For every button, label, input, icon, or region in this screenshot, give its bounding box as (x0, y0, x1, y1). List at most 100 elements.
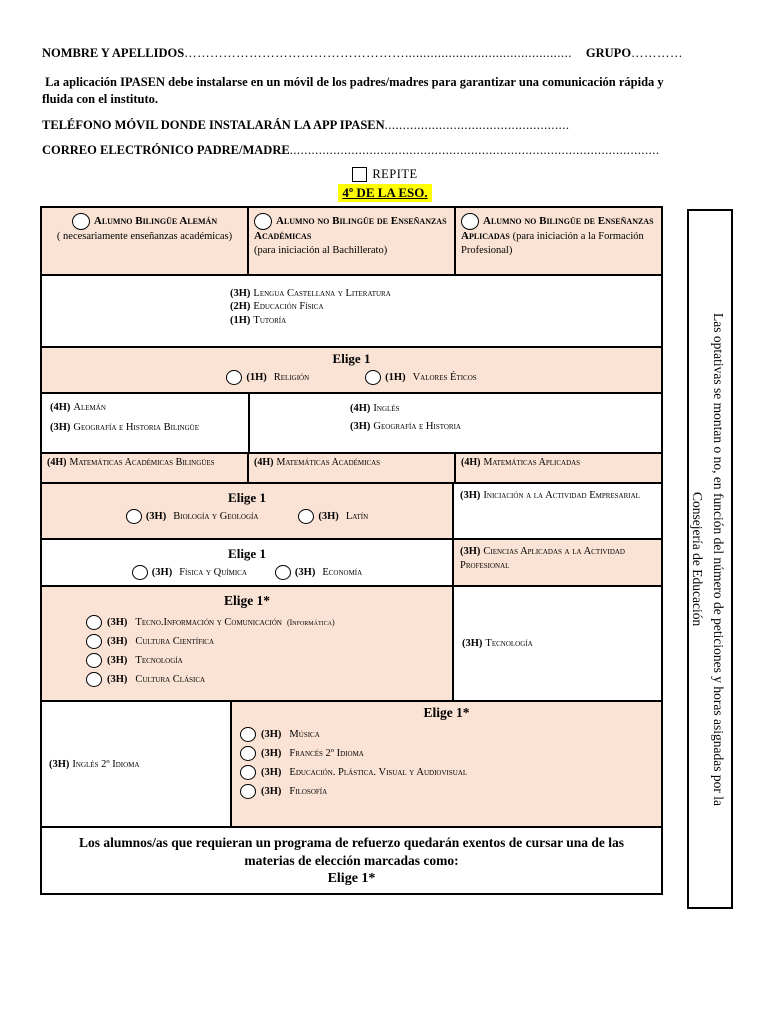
common-subjects-row: (3H)Lengua Castellana y Literatura (2H)E… (42, 274, 661, 347)
elige-title: Elige 1* (223, 593, 271, 609)
student-type-row: Alumno Bilingüe Alemán ( necesariamente … (42, 208, 661, 275)
subject-ingles-2-idioma: (3H)Inglés 2º Idioma (49, 759, 139, 770)
group-label: GRUPO (585, 46, 632, 60)
option-filosofia: (3H)Filosofía (240, 784, 661, 800)
phone-label: TELÉFONO MÓVIL DONDE INSTALARÁN LA APP I… (42, 117, 385, 132)
subject-label: Lengua Castellana y Literatura (253, 287, 391, 299)
maths-bilingue-cell: (4H)Matemáticas Académicas Bilingües (42, 454, 247, 483)
subject-label: Geografía e Historia Bilingüe (73, 421, 199, 433)
subject-label: Matemáticas Aplicadas (483, 457, 581, 469)
name-label: NOMBRE Y APELLIDOS (42, 46, 185, 60)
subject-geografia: (3H)Geografía e Historia (350, 421, 655, 432)
radio-economia[interactable] (274, 565, 291, 581)
subject-hours: (1H) (230, 314, 251, 326)
header-note: ( necesariamente enseñanzas académicas) (56, 231, 233, 243)
option-musica: (3H)Música (240, 727, 661, 743)
form-header: NOMBRE Y APELLIDOS…………………………………………….....… (0, 0, 770, 158)
science-choice-cell: Elige 1 (3H)Biología y Geología (3H)Latí… (42, 484, 452, 539)
header-note: (para iniciación a la Formación Profesio… (461, 231, 644, 257)
sidebar-line-2: Consejería de Educación (690, 491, 706, 627)
subject-label: Tutoría (253, 314, 287, 326)
radio-biologia[interactable] (125, 509, 142, 525)
subject-hours: (3H) (230, 287, 251, 299)
option-hours: (3H) (294, 567, 316, 579)
tecno-choice-row: Elige 1* (3H)Tecno.Información y Comunic… (42, 585, 661, 701)
subject-label: Geografía e Historia (373, 420, 461, 432)
subject-hours: (4H) (350, 402, 371, 414)
option-latin: (3H)Latín (298, 509, 368, 525)
option-religion: (1H)Religión (226, 370, 309, 386)
bilingual-languages-cell: (4H)Alemán (3H)Geografía e Historia Bili… (42, 394, 248, 453)
option-economia: (3H)Economía (274, 565, 362, 581)
radio-latin[interactable] (298, 509, 315, 525)
radio-musica[interactable] (240, 727, 256, 743)
subject-hours: (4H) (50, 401, 71, 413)
subject-aleman: (4H)Alemán (50, 402, 240, 413)
radio-tic[interactable] (86, 615, 102, 631)
subjects-table: Alumno Bilingüe Alemán ( necesariamente … (40, 206, 663, 896)
radio-religion[interactable] (226, 370, 243, 386)
name-group-line: NOMBRE Y APELLIDOS…………………………………………….....… (42, 46, 682, 61)
option-hours: (3H) (151, 567, 173, 579)
radio-plastica[interactable] (240, 765, 256, 781)
option-hours: (3H) (261, 767, 282, 779)
footer-elige-title: Elige 1* (327, 871, 376, 887)
optativas-row: (3H)Inglés 2º Idioma Elige 1* (3H)Música… (42, 700, 661, 827)
sidebar-line-1: Las optativas se montan o no, en función… (711, 312, 726, 806)
footer-note-cell: Los alumnos/as que requieran un programa… (42, 828, 661, 894)
footer-text: Los alumnos/as que requieran un programa… (78, 835, 625, 868)
subject-ingles: (4H)Inglés (350, 403, 655, 414)
science-choice-row: Elige 1 (3H)Biología y Geología (3H)Latí… (42, 482, 661, 539)
header-note: (para iniciación al Bachillerato) (254, 245, 388, 257)
option-tecnologia: (3H)Tecnología (86, 653, 448, 669)
radio-filosofia[interactable] (240, 784, 256, 800)
radio-no-bilingue-academicas[interactable] (254, 213, 272, 231)
subject-hours: (3H) (462, 638, 483, 650)
radio-valores-eticos[interactable] (365, 370, 382, 386)
iniciacion-empresarial-cell: (3H)Iniciación a la Actividad Empresaria… (452, 484, 661, 539)
option-hours: (3H) (261, 748, 282, 760)
option-cultura-cientifica: (3H)Cultura Científica (86, 634, 448, 650)
option-hours: (3H) (318, 511, 339, 523)
repite-checkbox[interactable] (352, 167, 368, 183)
option-plastica: (3H) Educación. Plástica. Visual y Audiov… (240, 765, 661, 781)
radio-cultura-clasica[interactable] (86, 672, 102, 688)
radio-tecnologia[interactable] (86, 653, 102, 669)
option-label: Educación. Plástica. Visual y Audiovisua… (289, 767, 468, 779)
tecno-choice-cell: Elige 1* (3H)Tecno.Información y Comunic… (42, 587, 452, 701)
subject-label: Matemáticas Académicas Bilingües (69, 457, 215, 469)
subject-hours: (3H) (460, 546, 481, 558)
physics-choice-row: Elige 1 (3H)Física y Química (3H)Economí… (42, 538, 661, 586)
header-title: Alumno no Bilingüe de Enseñanzas Académi… (254, 215, 447, 243)
radio-frances[interactable] (240, 746, 256, 762)
header-title: Alumno Bilingüe Alemán (93, 215, 218, 228)
option-hours: (3H) (107, 674, 128, 686)
radio-cultura-cientifica[interactable] (86, 634, 102, 650)
option-hours: (3H) (107, 617, 128, 629)
name-fill-line: …………………………………………….......................… (184, 46, 572, 60)
option-label: Cultura Científica (135, 636, 215, 648)
subject-hours: (3H) (50, 421, 71, 433)
header-title: Alumno no Bilingüe de Enseñanzas Aplicad… (461, 215, 654, 243)
radio-no-bilingue-aplicadas[interactable] (461, 213, 479, 231)
radio-fisica-quimica[interactable] (131, 565, 148, 581)
common-subjects-cell: (3H)Lengua Castellana y Literatura (2H)E… (42, 276, 661, 347)
subject-label: Inglés 2º Idioma (72, 758, 140, 770)
subject-tutoria: (1H)Tutoría (230, 315, 657, 326)
subject-label: Educación Física (253, 301, 324, 313)
subject-label: Inglés (373, 402, 400, 414)
ipasen-paragraph: La aplicación IPASEN debe instalarse en … (42, 75, 667, 106)
subject-hours: (4H) (461, 457, 481, 469)
science-options: (3H)Biología y Geología (3H)Latín (46, 509, 448, 525)
option-frances: (3H)Francés 2º Idioma (240, 746, 661, 762)
option-label: Tecnología (135, 655, 183, 667)
radio-bilingue-aleman[interactable] (71, 213, 90, 231)
subject-hours: (3H) (350, 420, 371, 432)
option-valores-eticos: (1H)Valores Éticos (365, 370, 477, 386)
option-label: Cultura Clásica (135, 674, 206, 686)
option-fisica-quimica: (3H)Física y Química (131, 565, 247, 581)
header-cell-no-bilingue-aplicadas: Alumno no Bilingüe de Enseñanzas Aplicad… (454, 208, 661, 275)
page-title: 4º DE LA ESO. (338, 184, 432, 203)
subject-label: Iniciación a la Actividad Empresarial (483, 490, 640, 502)
